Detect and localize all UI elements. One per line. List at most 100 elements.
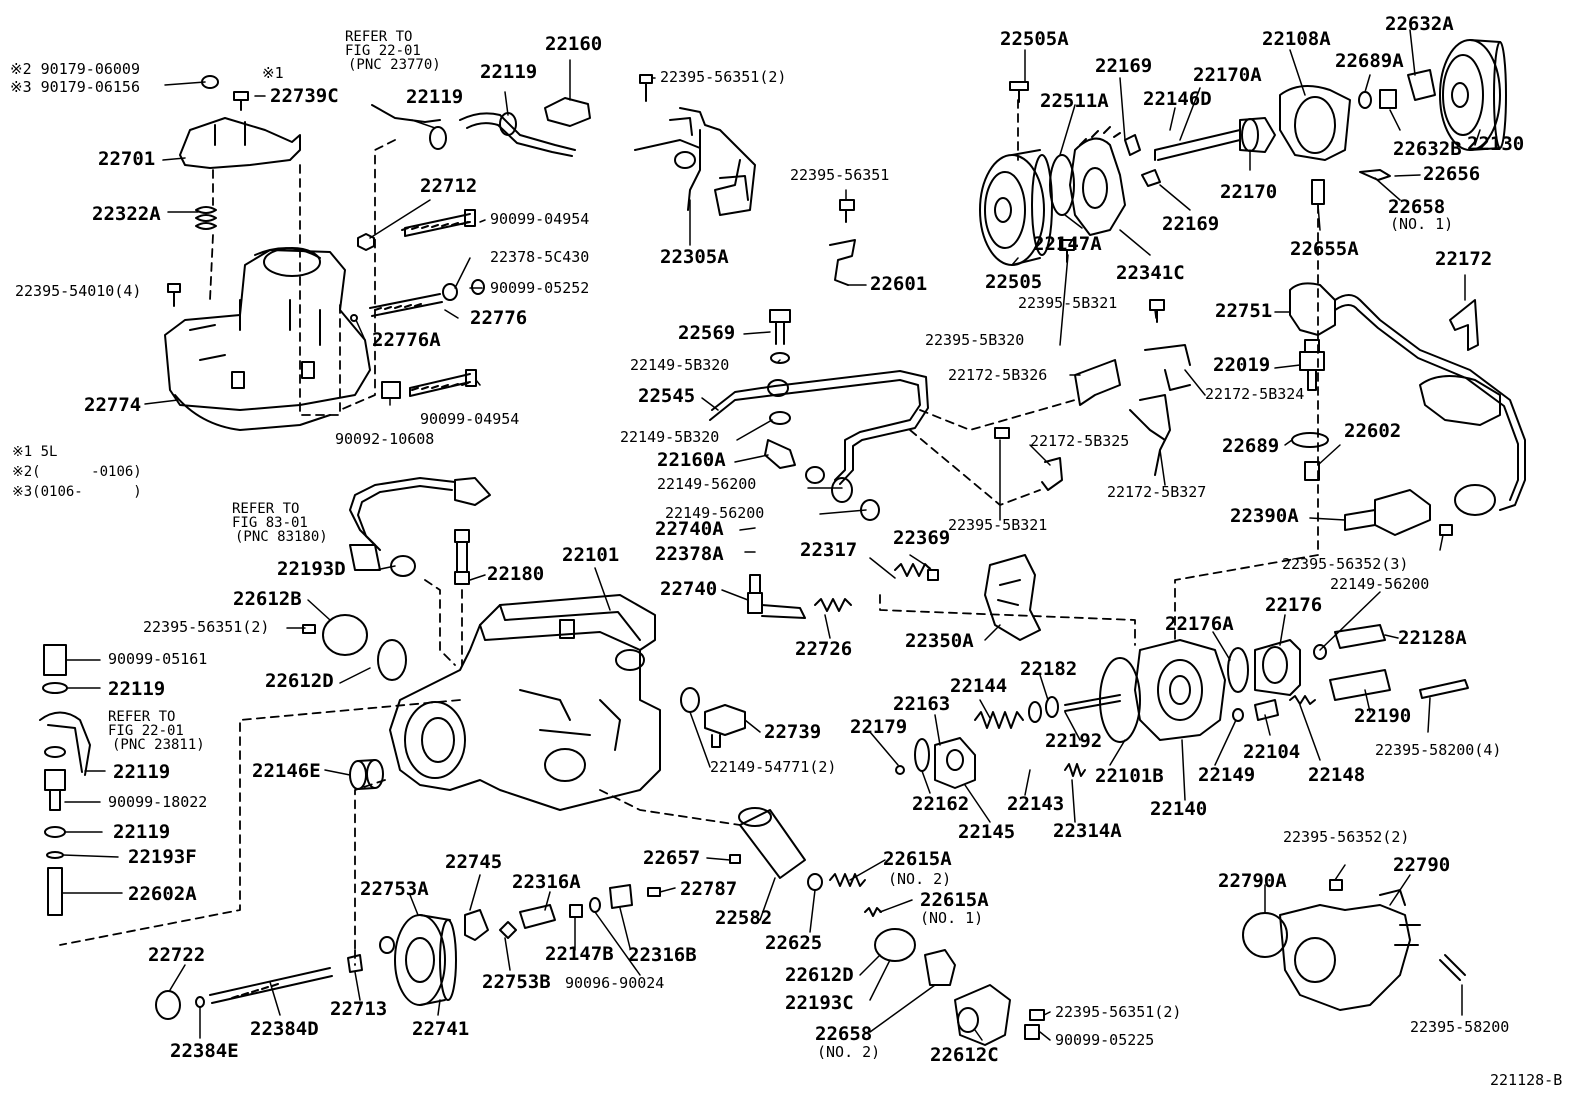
part-label[interactable]: 22395-56351(2) <box>143 618 270 636</box>
part-label[interactable]: 22143 <box>1007 793 1065 815</box>
part-label[interactable]: 22149-5B320 <box>620 428 720 446</box>
part-label[interactable]: 22149-56200 <box>665 504 765 522</box>
part-label[interactable]: 22147B <box>545 943 614 965</box>
part-label[interactable]: 22511A <box>1040 90 1109 112</box>
part-label[interactable]: 22172-5B326 <box>948 366 1048 384</box>
part-label[interactable]: 22146E <box>252 760 321 782</box>
part-label[interactable]: 22722 <box>148 944 206 966</box>
part-label[interactable]: 22739 <box>764 721 822 743</box>
part-label[interactable]: 22701 <box>98 148 156 170</box>
part-label[interactable]: 22726 <box>795 638 853 660</box>
part-label[interactable]: 22305A <box>660 246 729 268</box>
part-label[interactable]: 22615A <box>883 848 952 870</box>
part-label[interactable]: 22612B <box>233 588 302 610</box>
part-label[interactable]: 22384D <box>250 1018 319 1040</box>
part-label[interactable]: 22314A <box>1053 820 1122 842</box>
part-label[interactable]: 22612C <box>930 1044 999 1066</box>
part-label[interactable]: 22180 <box>487 563 545 585</box>
part-label[interactable]: 22182 <box>1020 658 1078 680</box>
part-label[interactable]: 22119 <box>108 678 166 700</box>
part-label[interactable]: 22160A <box>657 449 726 471</box>
part-label[interactable]: 22601 <box>870 273 928 295</box>
part-label[interactable]: (NO. 1) <box>920 909 984 927</box>
part-label[interactable]: 22689 <box>1222 435 1280 457</box>
part-label[interactable]: 22119 <box>480 61 538 83</box>
part-label[interactable]: 22149-5B320 <box>630 356 730 374</box>
part-label[interactable]: 22395-5B320 <box>925 331 1025 349</box>
part-label[interactable]: ※3 90179-06156 <box>10 78 140 96</box>
part-label[interactable]: 22395-58200 <box>1410 1018 1510 1036</box>
part-label[interactable]: 22751 <box>1215 300 1273 322</box>
part-label[interactable]: 22172-5B327 <box>1107 483 1207 501</box>
part-label[interactable]: 22172-5B324 <box>1205 385 1305 403</box>
part-label[interactable]: 22774 <box>84 394 142 416</box>
part-label[interactable]: 22632A <box>1385 13 1454 35</box>
part-label[interactable]: 22144 <box>950 675 1008 697</box>
part-label[interactable]: 22602A <box>128 883 197 905</box>
part-label[interactable]: 22119 <box>406 86 464 108</box>
part-label[interactable]: 22395-56352(2) <box>1283 828 1410 846</box>
part-label[interactable]: 22776 <box>470 307 528 329</box>
part-label[interactable]: 22602 <box>1344 420 1402 442</box>
part-label[interactable]: 22658 <box>1388 196 1446 218</box>
part-label[interactable]: 22384E <box>170 1040 239 1062</box>
part-label[interactable]: 22147A <box>1033 233 1102 255</box>
part-label[interactable]: 22712 <box>420 175 478 197</box>
part-label[interactable]: 22741 <box>412 1018 470 1040</box>
part-label[interactable]: 22101B <box>1095 765 1164 787</box>
part-label[interactable]: 22170 <box>1220 181 1278 203</box>
part-label[interactable]: 22790 <box>1393 854 1451 876</box>
part-label[interactable]: 22369 <box>893 527 951 549</box>
part-label[interactable]: (NO. 1) <box>1390 215 1454 233</box>
part-label[interactable]: (NO. 2) <box>888 870 952 888</box>
part-label[interactable]: 90092-10608 <box>335 430 435 448</box>
part-label[interactable]: 22787 <box>680 878 738 900</box>
part-label[interactable]: 22192 <box>1045 730 1103 752</box>
part-label[interactable]: 22169 <box>1162 213 1220 235</box>
part-label[interactable]: 22176 <box>1265 594 1323 616</box>
part-label[interactable]: 22317 <box>800 539 858 561</box>
part-label[interactable]: 22149-56200 <box>1330 575 1430 593</box>
part-label[interactable]: 22395-56351 <box>790 166 890 184</box>
part-label[interactable]: 22119 <box>113 821 171 843</box>
part-label[interactable]: 22739C <box>270 85 339 107</box>
part-label[interactable]: 22146D <box>1143 88 1212 110</box>
part-label[interactable]: 22790A <box>1218 870 1287 892</box>
part-label[interactable]: 90099-05252 <box>490 279 590 297</box>
part-label[interactable]: 90099-04954 <box>490 210 590 228</box>
part-label[interactable]: 22148 <box>1308 764 1366 786</box>
part-label[interactable]: 22395-5B321 <box>948 516 1048 534</box>
part-label[interactable]: 22689A <box>1335 50 1404 72</box>
part-label[interactable]: 22341C <box>1116 262 1185 284</box>
part-label[interactable]: 22172-5B325 <box>1030 432 1130 450</box>
part-label[interactable]: 22395-54010(4) <box>15 282 142 300</box>
part-label[interactable]: 22395-56352(3) <box>1282 555 1409 573</box>
part-label[interactable]: 22350A <box>905 630 974 652</box>
part-label[interactable]: 22395-56351(2) <box>660 68 787 86</box>
part-label[interactable]: 22176A <box>1165 613 1234 635</box>
part-label[interactable]: (NO. 2) <box>817 1043 881 1061</box>
part-label[interactable]: 22658 <box>815 1023 873 1045</box>
part-label[interactable]: ※1 <box>262 64 284 82</box>
part-label[interactable]: 22740A <box>655 518 724 540</box>
part-label[interactable]: 22740 <box>660 578 718 600</box>
part-label[interactable]: ※2 90179-06009 <box>10 60 140 78</box>
part-label[interactable]: 22395-58200(4) <box>1375 741 1502 759</box>
part-label[interactable]: 22172 <box>1435 248 1493 270</box>
part-label[interactable]: 22390A <box>1230 505 1299 527</box>
part-label[interactable]: 22656 <box>1423 163 1481 185</box>
part-label[interactable]: 22505A <box>1000 28 1069 50</box>
part-label[interactable]: 22179 <box>850 716 908 738</box>
part-label[interactable]: 22569 <box>678 322 736 344</box>
part-label[interactable]: 90099-05161 <box>108 650 208 668</box>
part-label[interactable]: 22193C <box>785 992 854 1014</box>
part-label[interactable]: 22545 <box>638 385 696 407</box>
part-label[interactable]: 22162 <box>912 793 970 815</box>
part-label[interactable]: 22582 <box>715 907 773 929</box>
part-label[interactable]: 22322A <box>92 203 161 225</box>
part-label[interactable]: 22163 <box>893 693 951 715</box>
part-label[interactable]: 22625 <box>765 932 823 954</box>
part-label[interactable]: 22713 <box>330 998 388 1020</box>
part-label[interactable]: 22104 <box>1243 741 1301 763</box>
part-label[interactable]: 22149-54771(2) <box>710 758 837 776</box>
